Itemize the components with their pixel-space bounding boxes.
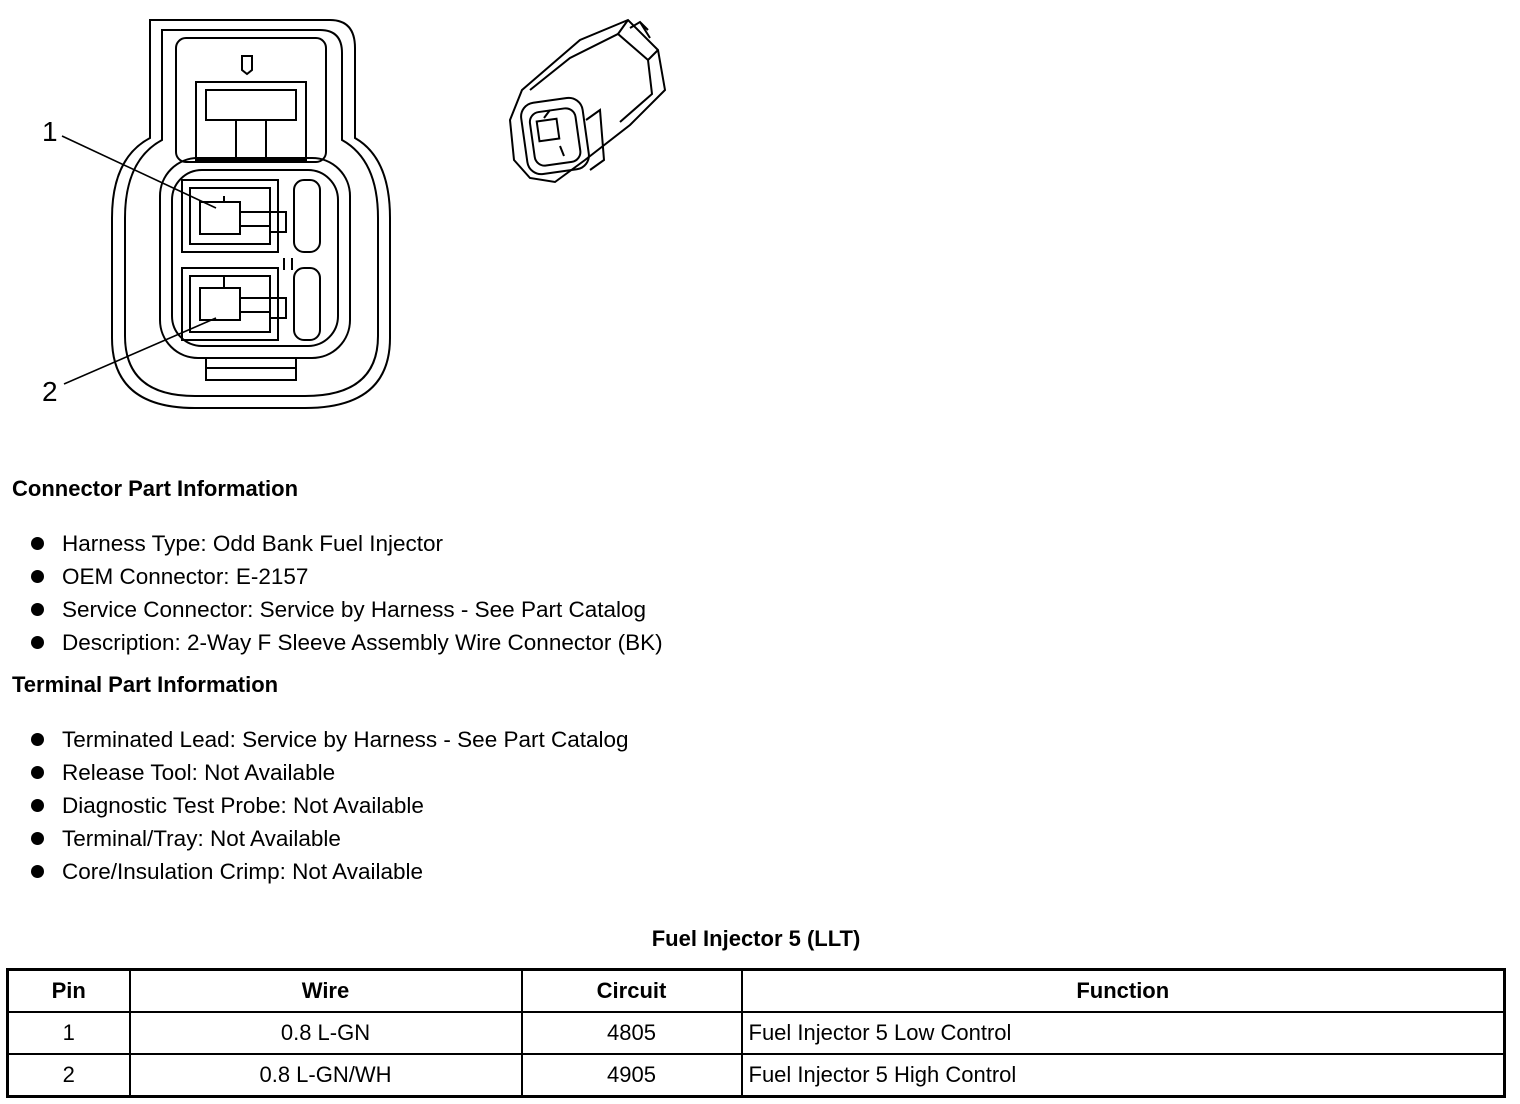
pin-cell: 1 — [6, 1011, 131, 1055]
pin-callout-2: 2 — [42, 376, 58, 407]
connector-face-drawing — [30, 8, 410, 418]
list-item-text: Description: 2-Way F Sleeve Assembly Wir… — [62, 630, 663, 655]
connector-part-info-heading: Connector Part Information — [12, 476, 299, 501]
table-header-row: Pin Wire Circuit Function — [6, 968, 1506, 1013]
bullet-icon — [31, 832, 44, 845]
pin-table-title: Fuel Injector 5 (LLT) — [651, 926, 861, 951]
list-item: Core/Insulation Crimp: Not Available — [28, 855, 629, 888]
list-item: Release Tool: Not Available — [28, 756, 629, 789]
function-cell: Fuel Injector 5 Low Control — [740, 1011, 1506, 1055]
column-header-circuit: Circuit — [520, 968, 743, 1013]
function-cell: Fuel Injector 5 High Control — [740, 1053, 1506, 1098]
bullet-icon — [31, 537, 44, 550]
column-header-wire: Wire — [128, 968, 523, 1013]
table-row: 2 0.8 L-GN/WH 4905 Fuel Injector 5 High … — [6, 1053, 1506, 1098]
table-row: 1 0.8 L-GN 4805 Fuel Injector 5 Low Cont… — [6, 1011, 1506, 1055]
column-header-pin: Pin — [6, 968, 131, 1013]
list-item-text: Service Connector: Service by Harness - … — [62, 597, 647, 622]
connector-isometric-drawing — [500, 10, 680, 190]
list-item: Diagnostic Test Probe: Not Available — [28, 789, 629, 822]
pin-cell: 2 — [6, 1053, 131, 1098]
list-item-text: OEM Connector: E-2157 — [62, 564, 309, 589]
list-item: Service Connector: Service by Harness - … — [28, 593, 663, 626]
list-item-text: Terminated Lead: Service by Harness - Se… — [62, 727, 629, 752]
list-item: Description: 2-Way F Sleeve Assembly Wir… — [28, 626, 663, 659]
pin-table: Pin Wire Circuit Function 1 0.8 L-GN 480… — [6, 968, 1506, 1098]
connector-part-info-list: Harness Type: Odd Bank Fuel Injector OEM… — [28, 527, 663, 659]
list-item: Terminated Lead: Service by Harness - Se… — [28, 723, 629, 756]
list-item: Terminal/Tray: Not Available — [28, 822, 629, 855]
bullet-icon — [31, 570, 44, 583]
terminal-part-info-list: Terminated Lead: Service by Harness - Se… — [28, 723, 629, 888]
bullet-icon — [31, 603, 44, 616]
list-item-text: Harness Type: Odd Bank Fuel Injector — [62, 531, 444, 556]
bullet-icon — [31, 733, 44, 746]
circuit-cell: 4805 — [520, 1011, 743, 1055]
pin-callout-1: 1 — [42, 116, 58, 147]
terminal-part-info-heading: Terminal Part Information — [12, 672, 279, 697]
list-item-text: Core/Insulation Crimp: Not Available — [62, 859, 424, 884]
circuit-cell: 4905 — [520, 1053, 743, 1098]
column-header-function: Function — [740, 968, 1506, 1013]
list-item: OEM Connector: E-2157 — [28, 560, 663, 593]
wire-cell: 0.8 L-GN/WH — [128, 1053, 523, 1098]
bullet-icon — [31, 766, 44, 779]
list-item-text: Diagnostic Test Probe: Not Available — [62, 793, 424, 818]
list-item: Harness Type: Odd Bank Fuel Injector — [28, 527, 663, 560]
list-item-text: Terminal/Tray: Not Available — [62, 826, 341, 851]
bullet-icon — [31, 865, 44, 878]
bullet-icon — [31, 799, 44, 812]
list-item-text: Release Tool: Not Available — [62, 760, 336, 785]
wire-cell: 0.8 L-GN — [128, 1011, 523, 1055]
bullet-icon — [31, 636, 44, 649]
